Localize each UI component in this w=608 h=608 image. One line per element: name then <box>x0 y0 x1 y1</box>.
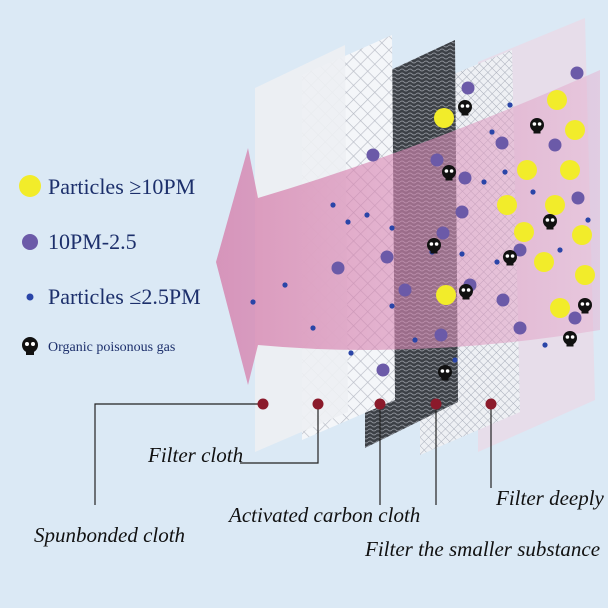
yellow-particle <box>550 298 570 318</box>
legend-label-gas: Organic poisonous gas <box>48 340 175 355</box>
legend-label-medium: 10PM-2.5 <box>48 229 137 254</box>
purple-particle <box>380 250 394 264</box>
legend-label-large: Particles ≥10PM <box>48 174 195 199</box>
particles <box>250 66 595 381</box>
skull-icon <box>22 337 38 355</box>
callouts: Spunbonded cloth Filter cloth Activated … <box>34 398 605 561</box>
skull-particle <box>442 165 456 181</box>
purple-particle <box>430 153 444 167</box>
yellow-particle <box>514 222 534 242</box>
yellow-particle <box>497 195 517 215</box>
yellow-particle <box>545 195 565 215</box>
label-deeply: Filter deeply <box>495 486 605 510</box>
purple-particle <box>495 136 509 150</box>
yellow-particle <box>575 265 595 285</box>
blue-particle <box>557 247 563 253</box>
purple-particle <box>570 66 584 80</box>
skull-particle <box>578 298 592 314</box>
leader-filter-cloth <box>240 404 319 464</box>
purple-particle <box>376 363 390 377</box>
blue-particle <box>282 282 288 288</box>
blue-particle <box>530 189 536 195</box>
yellow-particle <box>434 108 454 128</box>
skull-particle <box>563 331 577 347</box>
purple-particle <box>436 226 450 240</box>
blue-particle <box>459 251 465 257</box>
purple-particle <box>458 171 472 185</box>
blue-particle <box>330 202 336 208</box>
label-carbon: Activated carbon cloth <box>227 503 420 527</box>
skull-particle <box>530 118 544 134</box>
blue-particle <box>489 129 495 135</box>
blue-particle-icon <box>26 293 34 301</box>
purple-particle <box>461 81 475 95</box>
skull-particle <box>458 100 472 116</box>
blue-particle <box>348 350 354 356</box>
yellow-particle <box>565 120 585 140</box>
purple-particle <box>398 283 412 297</box>
blue-particle <box>452 357 458 363</box>
yellow-particle <box>517 160 537 180</box>
skull-particle <box>427 238 441 254</box>
purple-particle <box>331 261 345 275</box>
purple-particle <box>455 205 469 219</box>
blue-particle <box>507 102 513 108</box>
label-spunbonded: Spunbonded cloth <box>34 523 185 547</box>
skull-particle <box>438 365 452 381</box>
blue-particle <box>345 219 351 225</box>
purple-particle-icon <box>22 234 38 250</box>
purple-particle <box>366 148 380 162</box>
purple-particle <box>513 243 527 257</box>
marker-spunbonded <box>257 398 269 410</box>
blue-particle <box>481 179 487 185</box>
blue-particle <box>250 299 256 305</box>
legend-label-small: Particles ≤2.5PM <box>48 284 201 309</box>
blue-particle <box>412 337 418 343</box>
yellow-particle-icon <box>19 175 41 197</box>
yellow-particle <box>560 160 580 180</box>
legend: Particles ≥10PM 10PM-2.5 Particles ≤2.5P… <box>19 174 201 355</box>
marker-deeply <box>485 398 497 410</box>
purple-particle <box>571 191 585 205</box>
skull-particle <box>459 284 473 300</box>
purple-particle <box>434 328 448 342</box>
blue-particle <box>542 342 548 348</box>
blue-particle <box>310 325 316 331</box>
marker-filter-cloth <box>312 398 324 410</box>
blue-particle <box>364 212 370 218</box>
blue-particle <box>494 259 500 265</box>
label-smaller: Filter the smaller substance <box>364 537 600 561</box>
yellow-particle <box>436 285 456 305</box>
marker-carbon <box>374 398 386 410</box>
blue-particle <box>585 217 591 223</box>
yellow-particle <box>534 252 554 272</box>
purple-particle <box>513 321 527 335</box>
blue-particle <box>389 225 395 231</box>
blue-particle <box>502 169 508 175</box>
purple-particle <box>496 293 510 307</box>
label-filter-cloth: Filter cloth <box>147 443 243 467</box>
skull-particle <box>543 214 557 230</box>
yellow-particle <box>547 90 567 110</box>
purple-particle <box>568 311 582 325</box>
blue-particle <box>389 303 395 309</box>
skull-particle <box>503 250 517 266</box>
purple-particle <box>548 138 562 152</box>
yellow-particle <box>572 225 592 245</box>
leader-spunbonded <box>94 403 263 505</box>
marker-smaller <box>430 398 442 410</box>
